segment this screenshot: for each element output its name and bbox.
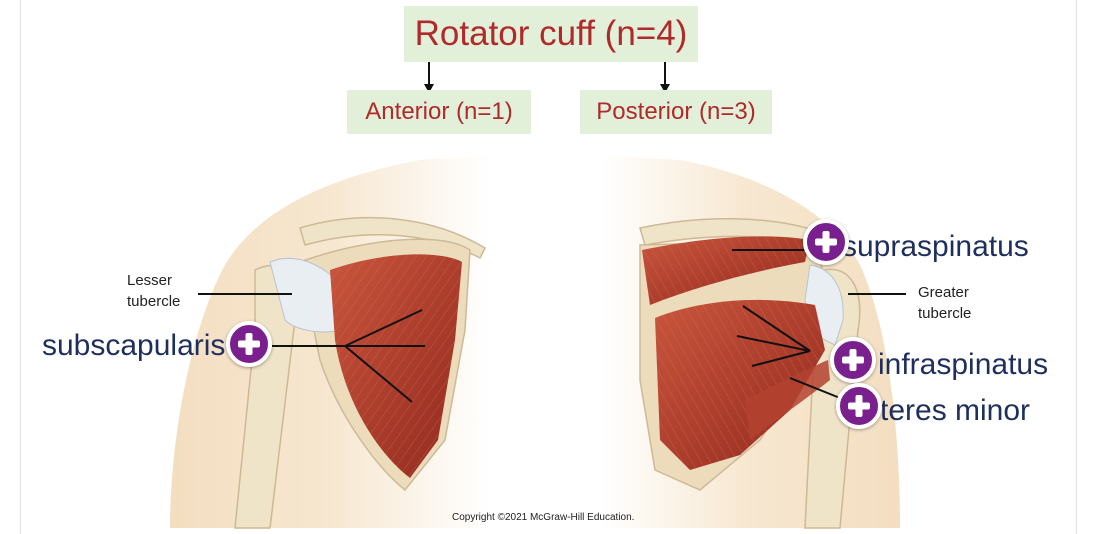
page-title: Rotator cuff (n=4) — [404, 6, 698, 62]
lesser-tubercle-label: Lesser tubercle — [127, 270, 180, 312]
lesser-tubercle-line1: Lesser — [127, 272, 173, 289]
greater-tubercle-line2: tubercle — [918, 305, 972, 322]
left-frame-line — [20, 0, 21, 534]
leader-lines-posterior — [732, 249, 906, 399]
teres-minor-plus-circle-icon[interactable] — [836, 383, 882, 429]
infraspinatus-plus-circle-icon[interactable] — [830, 337, 876, 383]
subscapularis-label: subscapularis — [42, 329, 226, 362]
anterior-group-label: Anterior (n=1) — [347, 90, 531, 134]
leader-lines-anterior — [198, 293, 425, 403]
greater-tubercle-line1: Greater — [918, 284, 969, 301]
supraspinatus-label: supraspinatus — [842, 230, 1029, 263]
arrow-down-icon — [424, 62, 434, 93]
lesser-tubercle-line2: tubercle — [127, 293, 181, 310]
teres-minor-label: teres minor — [880, 394, 1031, 427]
subscapularis-plus-circle-icon[interactable] — [226, 321, 272, 367]
greater-tubercle-label: Greater tubercle — [918, 282, 971, 324]
right-frame-line — [1076, 0, 1077, 534]
supraspinatus-plus-circle-icon[interactable] — [803, 219, 849, 265]
posterior-group-label: Posterior (n=3) — [580, 90, 772, 134]
anterior-shoulder-figure — [170, 155, 490, 529]
infraspinatus-label: infraspinatus — [878, 348, 1049, 381]
copyright-notice: Copyright ©2021 McGraw-Hill Education. — [452, 512, 635, 523]
arrow-down-icon — [660, 62, 670, 93]
